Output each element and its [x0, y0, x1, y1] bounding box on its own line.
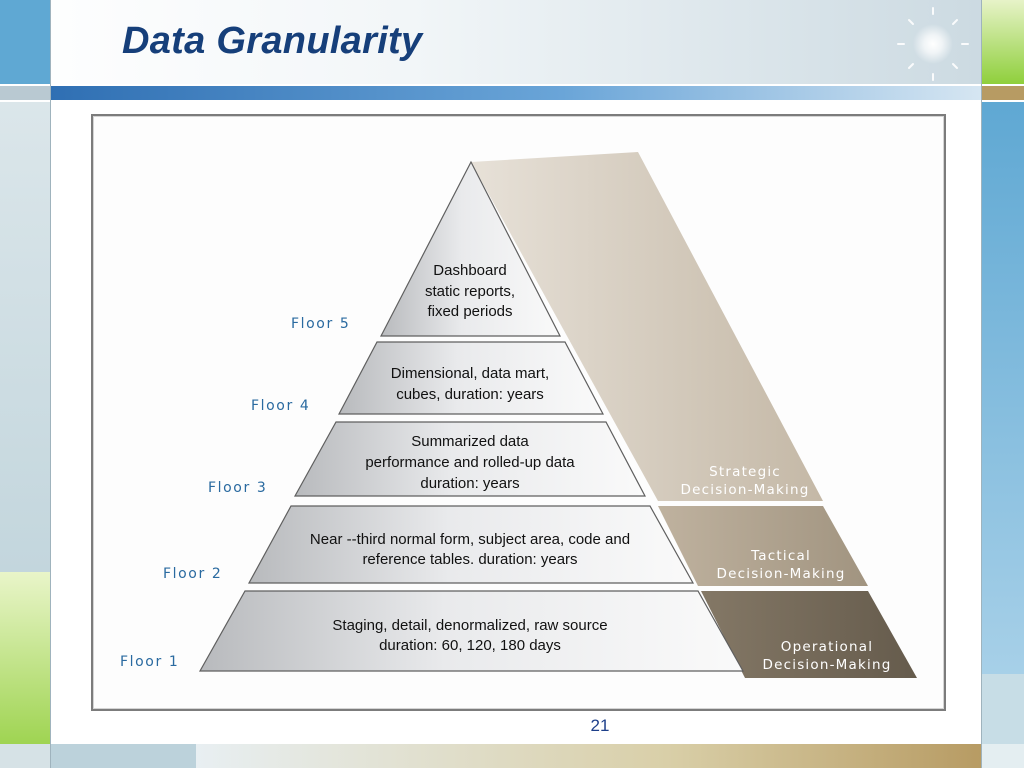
page-number: 21 — [590, 716, 610, 735]
floor-3-tier — [293, 421, 646, 497]
pyramid-diagram: Floor 5 Floor 4 Floor 3 Floor 2 Floor 1 … — [120, 152, 917, 678]
left-stripe-cap — [0, 86, 50, 100]
left-bottom-panel — [0, 744, 50, 768]
floor-1-text-line-2: duration: 60, 120, 180 days — [379, 637, 561, 654]
floor-5-text-line-1: Dashboard — [433, 262, 506, 279]
operational-label-line-1: Operational — [781, 639, 873, 655]
floor-4-label: Floor 4 — [251, 398, 310, 414]
vertical-rule-left — [50, 0, 51, 768]
right-blue-panel — [982, 102, 1024, 674]
floor-5-text-line-3: fixed periods — [427, 303, 512, 320]
floor-5-label: Floor 5 — [291, 316, 350, 332]
floor-1-label: Floor 1 — [120, 654, 179, 670]
left-green-panel — [0, 572, 50, 744]
left-blue-block — [0, 0, 50, 84]
decision-band-tactical — [658, 506, 868, 586]
strategic-label-line-1: Strategic — [709, 464, 781, 480]
sparkle-icon — [897, 7, 969, 81]
floor-4-text-line-1: Dimensional, data mart, — [391, 365, 549, 382]
floor-2-text-line-1: Near --third normal form, subject area, … — [310, 531, 630, 548]
tactical-label-line-1: Tactical — [750, 548, 811, 564]
footer-band — [196, 744, 982, 768]
footer-left-panel — [50, 744, 196, 768]
vertical-rule-right — [981, 0, 982, 768]
operational-label-line-2: Decision-Making — [763, 657, 892, 673]
right-green-block — [982, 0, 1024, 84]
decision-band-operational — [701, 591, 917, 678]
floor-5-tier — [380, 160, 561, 337]
right-stripe-cap — [982, 86, 1024, 100]
floor-2-text-line-2: reference tables. duration: years — [362, 551, 577, 568]
right-bottom-panel — [982, 674, 1024, 744]
pyramid-figure: Floor 5 Floor 4 Floor 3 Floor 2 Floor 1 … — [91, 114, 946, 711]
floor-5-text-line-2: static reports, — [425, 283, 515, 300]
left-column-panel — [0, 102, 50, 572]
right-corner-panel — [982, 744, 1024, 768]
floor-3-text-line-2: performance and rolled-up data — [365, 454, 575, 471]
floor-4-text-line-2: cubes, duration: years — [396, 386, 544, 403]
header-stripe — [50, 86, 982, 100]
strategic-label-line-2: Decision-Making — [681, 482, 810, 498]
floor-1-text-line-1: Staging, detail, denormalized, raw sourc… — [332, 617, 607, 634]
decision-shadow-strategic — [471, 152, 823, 501]
floor-3-text-line-1: Summarized data — [411, 433, 529, 450]
slide-title: Data Granularity — [122, 20, 423, 62]
floor-2-label: Floor 2 — [163, 566, 222, 582]
floor-1-tier — [198, 590, 745, 672]
floor-4-tier — [338, 341, 604, 415]
floor-3-label: Floor 3 — [208, 480, 267, 496]
header-band — [0, 0, 1024, 84]
floor-2-tier — [247, 505, 695, 584]
tactical-label-line-2: Decision-Making — [717, 566, 846, 582]
floor-3-text-line-3: duration: years — [420, 475, 519, 492]
